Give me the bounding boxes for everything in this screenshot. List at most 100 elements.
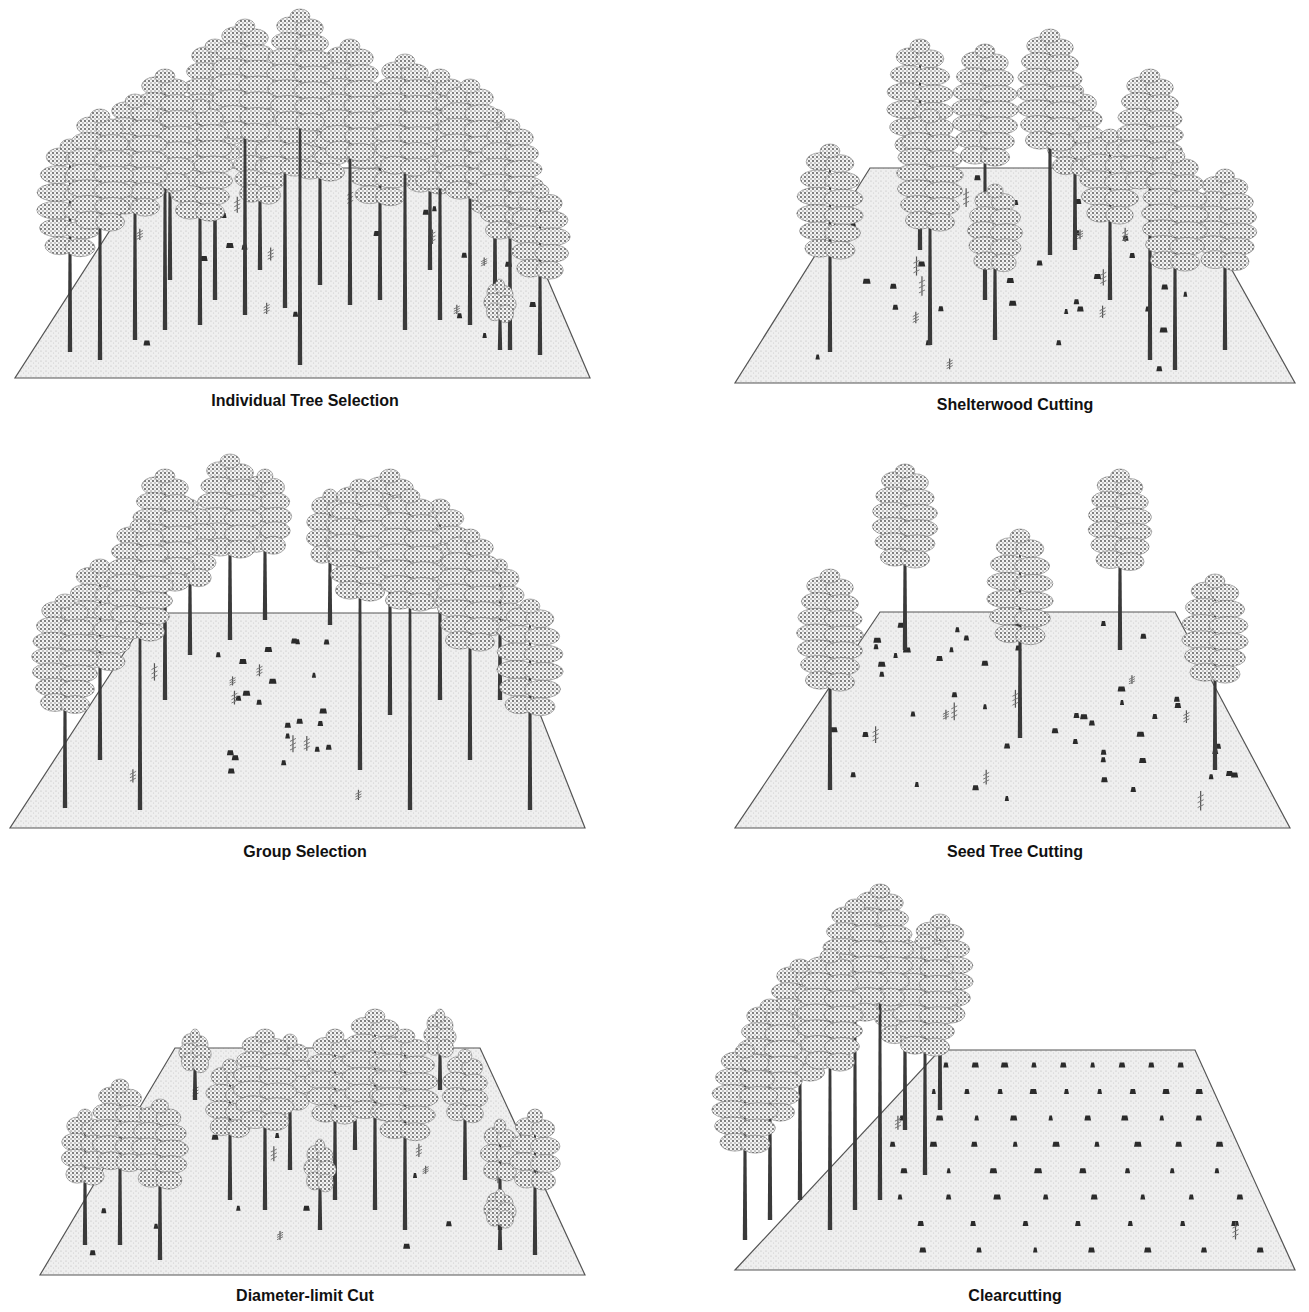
tree-crown (405, 593, 434, 611)
tree-stump (1009, 301, 1017, 306)
tree-crown (90, 559, 110, 573)
tree-stump (1196, 1115, 1202, 1120)
seedling-branch (1100, 272, 1106, 275)
tree-stump (1037, 261, 1043, 266)
tree-stump (976, 1247, 981, 1252)
tree-stump (1119, 1063, 1126, 1068)
seedling-branch (1012, 702, 1018, 705)
tree-crown (979, 101, 1019, 119)
seedling-branch (304, 742, 310, 745)
tree-stump (1156, 366, 1162, 371)
seedling-branch (130, 775, 136, 778)
seedling-branch (1100, 276, 1106, 279)
seedling-branch (1198, 795, 1204, 798)
tree-crown (94, 150, 132, 168)
tree-crown (280, 142, 315, 160)
tree-crown (400, 1056, 435, 1074)
tree-crown (235, 19, 255, 33)
tree-crown (464, 586, 504, 604)
tree-stump (972, 785, 979, 790)
seedling-branch (895, 1118, 901, 1121)
tree-stump (529, 302, 536, 307)
tree-crown (55, 594, 75, 608)
tree-crown (81, 1167, 104, 1185)
seedling-branch (234, 204, 240, 207)
tree-stump (1052, 728, 1059, 733)
tree-crown (824, 642, 863, 660)
tree-crown (760, 999, 780, 1013)
tree-crown (930, 914, 950, 928)
seedling-branch (1012, 693, 1018, 696)
tree-crown (134, 560, 172, 578)
tree-crown (159, 510, 197, 528)
tree-crown (1209, 649, 1245, 667)
tree-stump (1189, 1195, 1194, 1200)
tree-crown (535, 211, 568, 229)
seedling-branch (1129, 676, 1135, 679)
tree-stump (1075, 1221, 1081, 1226)
tree-stump (943, 1063, 948, 1068)
tree-crown (825, 975, 859, 993)
tree-crown (155, 1124, 186, 1142)
tree-stump (930, 1142, 938, 1147)
tree-crown (1044, 70, 1082, 88)
tree-stump (1139, 758, 1146, 763)
tree-crown (375, 188, 405, 206)
caption-box: Shelterwood Cutting (935, 396, 1095, 414)
tree-stump (1160, 1115, 1165, 1120)
seedling-branch (264, 307, 270, 310)
tree-stump (890, 284, 897, 289)
seedling-branch (151, 667, 157, 670)
tree-stump (291, 639, 298, 644)
tree-crown (405, 577, 440, 595)
tree-crown (825, 595, 859, 613)
tree-crown (497, 1210, 513, 1228)
tree-crown (225, 540, 254, 558)
tree-crown (1144, 126, 1184, 144)
tree-crown (925, 135, 959, 153)
tree-crown (340, 39, 360, 53)
tree-stump (970, 1221, 976, 1226)
tree-crown (395, 1029, 415, 1043)
seedling-branch (137, 236, 143, 239)
tree-stump (947, 1168, 951, 1173)
tree-crown (980, 148, 1009, 166)
tree-stump (990, 1168, 998, 1173)
tree-crown (825, 1037, 860, 1055)
seedling-branch (130, 771, 136, 774)
seedling-branch (963, 201, 969, 204)
tree-crown (192, 1055, 208, 1073)
tree-stump (315, 747, 320, 752)
tree-crown (500, 119, 520, 133)
tree-crown (1169, 190, 1207, 208)
tree-stump (1226, 771, 1233, 776)
tree-stump (1013, 1142, 1018, 1147)
tree-crown (1014, 592, 1053, 610)
tree-crown (195, 125, 229, 143)
tree-crown (194, 172, 233, 190)
tree-stump (1162, 1089, 1169, 1094)
seedling-branch (919, 285, 925, 288)
tree-stump (997, 1089, 1002, 1094)
tree-crown (820, 949, 840, 963)
tree-crown (1045, 55, 1079, 73)
seedling-branch (913, 316, 919, 319)
tree-stump (1079, 1168, 1086, 1173)
tree-stump (101, 1208, 106, 1213)
tree-stump (893, 653, 897, 658)
seedling-branch (963, 192, 969, 195)
tree-crown (399, 1089, 438, 1107)
tree-crown (919, 1007, 958, 1025)
seedling-branch (268, 256, 274, 259)
tree-stump (1215, 1168, 1220, 1173)
seedling-branch (913, 319, 919, 322)
tree-stump (1001, 1063, 1009, 1068)
tree-stump (236, 1206, 240, 1211)
tree-crown (95, 213, 124, 231)
tree-crown (90, 109, 110, 123)
tree-crown (845, 899, 865, 913)
tree-crown (465, 555, 499, 573)
tree-crown (530, 1155, 560, 1173)
tree-stump (482, 333, 486, 338)
seedling-branch (481, 259, 487, 262)
